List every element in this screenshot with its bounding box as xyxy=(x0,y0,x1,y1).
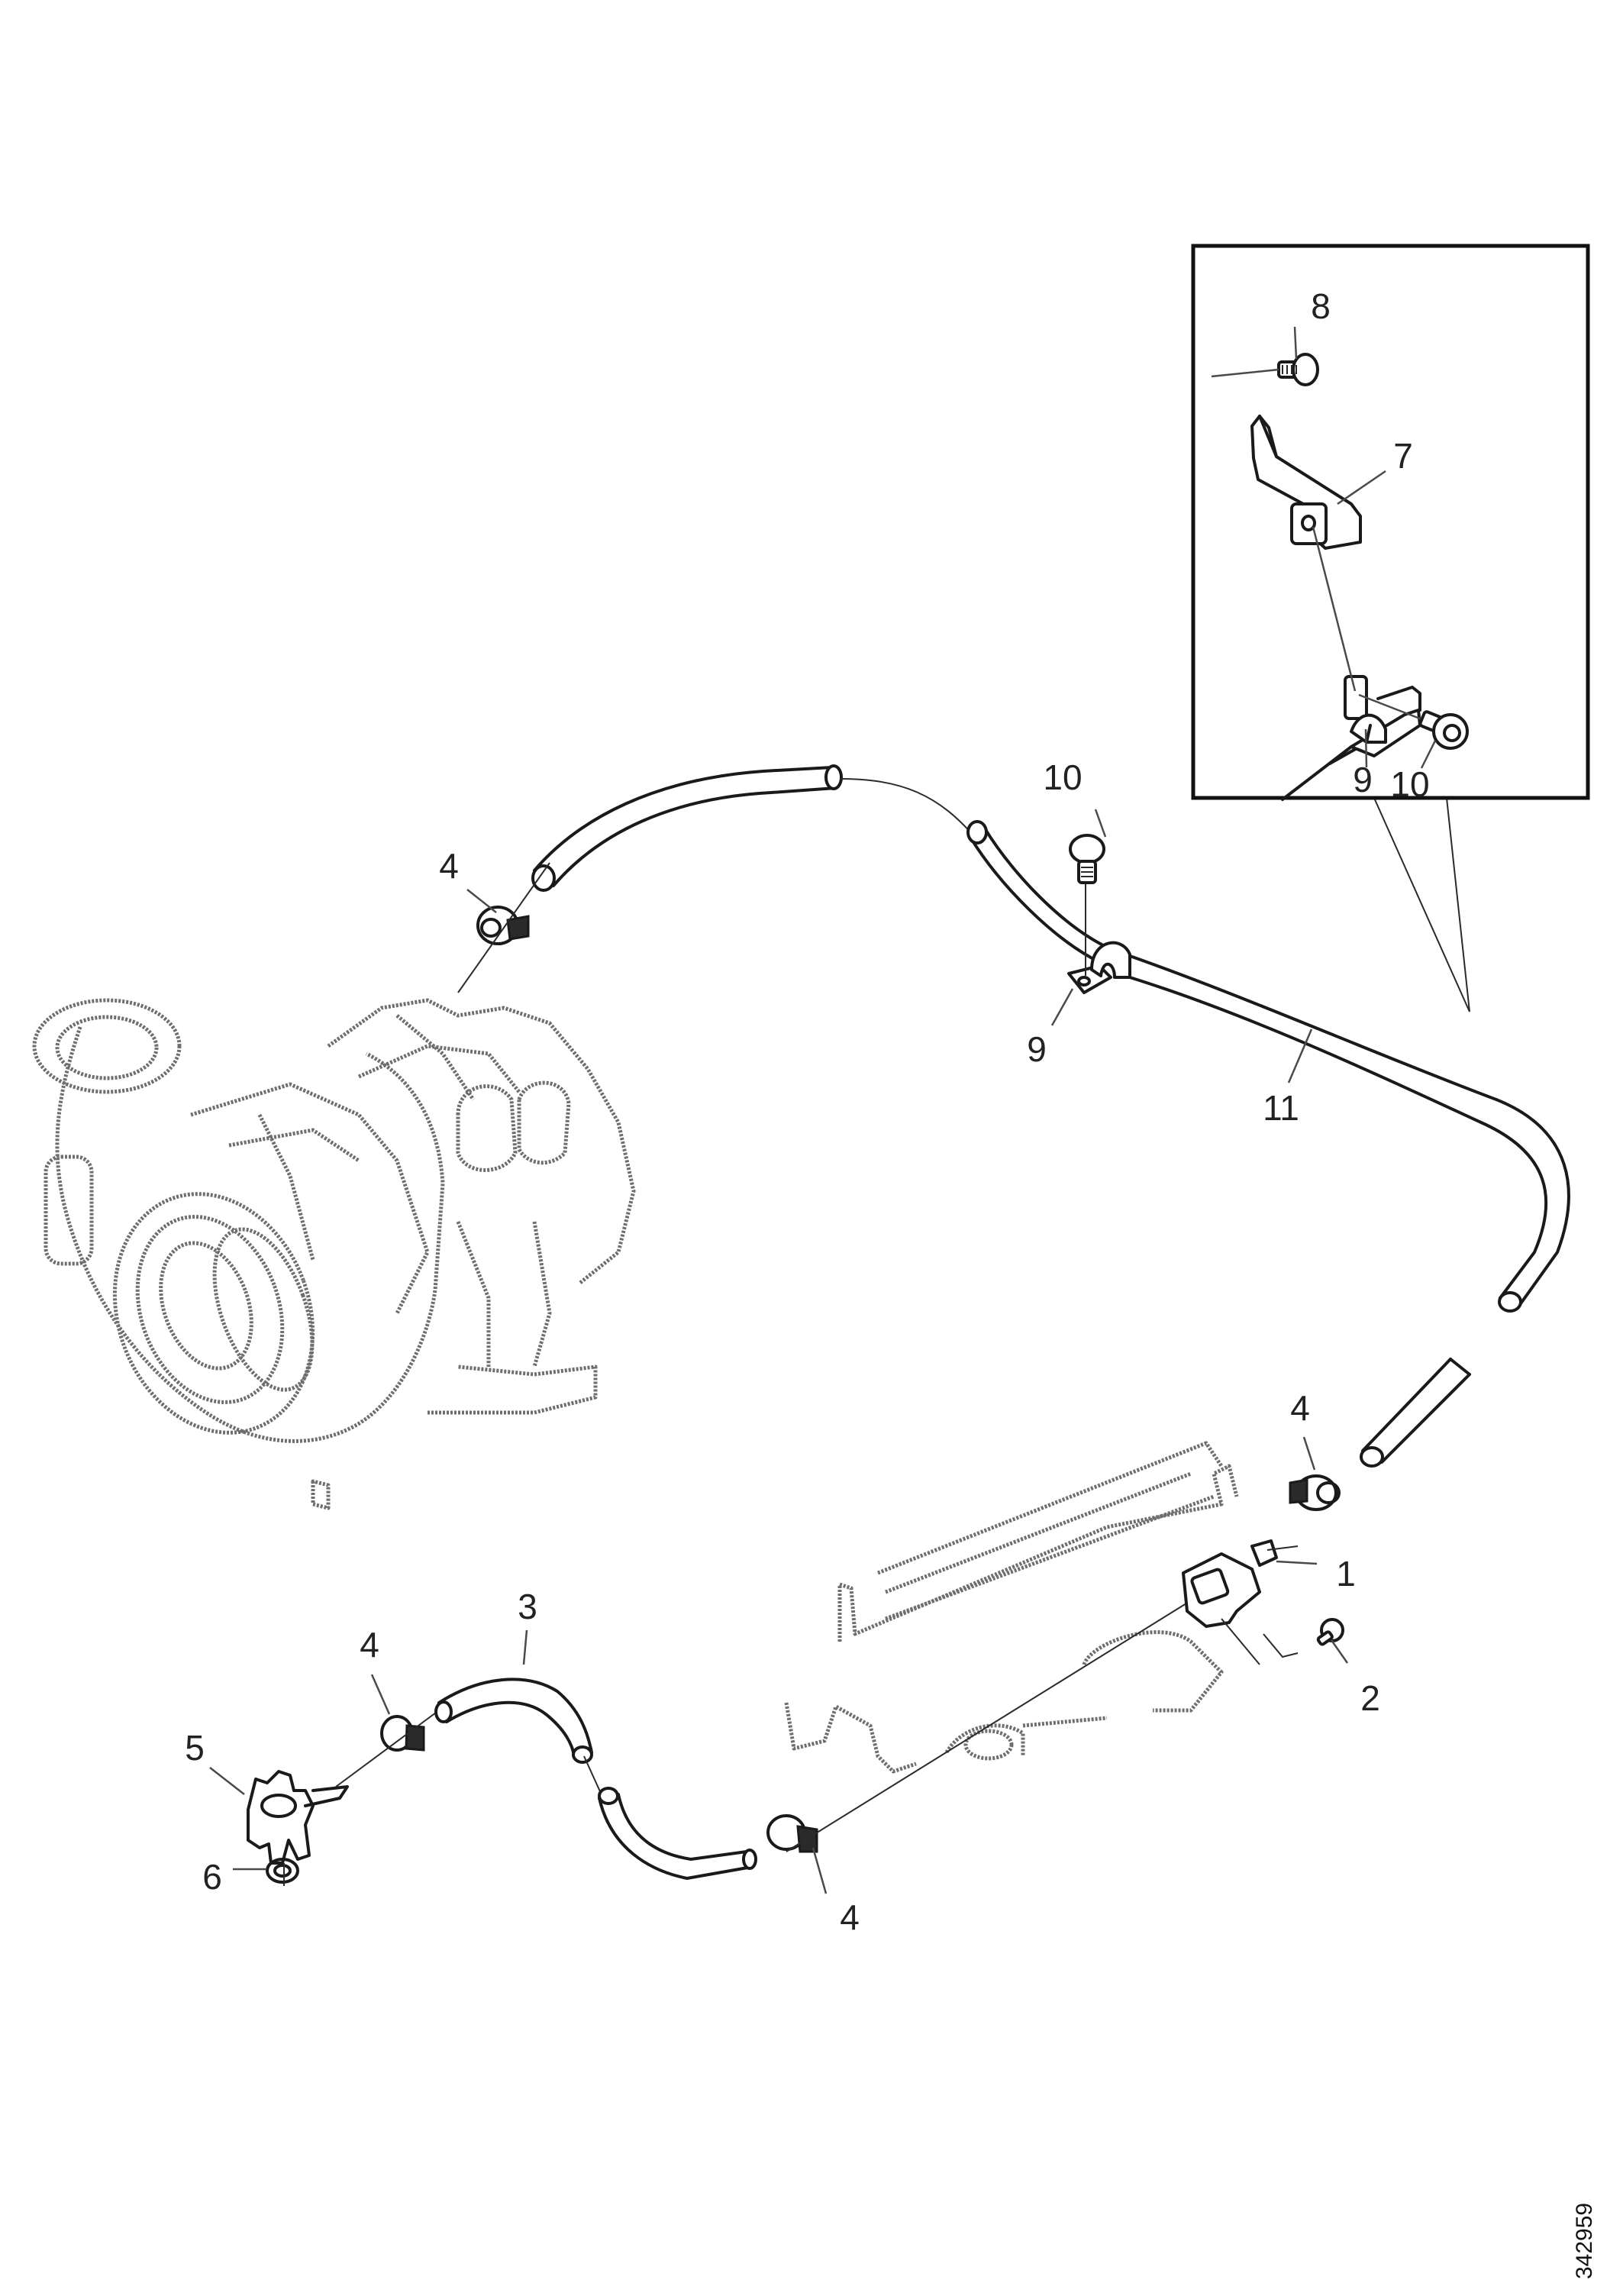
inset-detail xyxy=(1191,244,1590,1012)
hose-clamp-right-icon xyxy=(1289,1474,1341,1511)
callout-11: 11 xyxy=(1263,1088,1299,1128)
bolt-icon xyxy=(1358,693,1469,750)
hose-clamp-left-icon xyxy=(335,1710,440,1787)
callout-10: 10 xyxy=(1043,757,1082,797)
clip-9-icon xyxy=(1067,941,1131,994)
inset-frame xyxy=(1191,244,1590,800)
inset-pointer xyxy=(1373,797,1470,1012)
callout-1: 1 xyxy=(1336,1554,1356,1594)
ring-6-icon xyxy=(266,1858,299,1886)
callout-6: 6 xyxy=(202,1857,222,1897)
inset-callout-10: 10 xyxy=(1390,764,1429,804)
turbocharger-icon xyxy=(32,998,636,1510)
inset-hose-icon xyxy=(1281,526,1421,801)
guide-line xyxy=(839,778,978,841)
leader-i8 xyxy=(1293,326,1298,360)
callout-4-bottom: 4 xyxy=(840,1897,860,1937)
bolt-icon xyxy=(1211,353,1319,386)
inset-callout-8: 8 xyxy=(1311,286,1331,326)
fitting-5-icon xyxy=(247,1770,349,1865)
mounting-bracket xyxy=(784,1441,1239,1852)
bolt-2-icon xyxy=(1263,1618,1344,1658)
hose-3-icon xyxy=(434,1678,757,1880)
callout-2: 2 xyxy=(1360,1678,1380,1718)
main-hose xyxy=(531,764,1570,1468)
figure-number: 342959 xyxy=(1572,2203,1597,2279)
bolt-10-icon xyxy=(1069,834,1105,976)
leader-i7 xyxy=(1337,470,1386,505)
hose-clamp-bottom-icon xyxy=(766,1814,818,1853)
callout-labels: 1 2 3 4 4 4 4 5 6 9 10 11 7 8 9 10 xyxy=(185,286,1429,1937)
leader-i10 xyxy=(1420,740,1437,769)
callout-5: 5 xyxy=(185,1728,205,1768)
callout-9: 9 xyxy=(1027,1029,1047,1069)
callout-4-right: 4 xyxy=(1290,1388,1310,1428)
bracket-icon xyxy=(1250,415,1362,550)
inset-callout-9: 9 xyxy=(1353,760,1373,799)
callout-4-left: 4 xyxy=(360,1625,379,1665)
inset-callout-7: 7 xyxy=(1393,436,1413,476)
hose-clamp-upper-icon xyxy=(457,862,550,993)
hose-segment-upper xyxy=(533,766,834,872)
callout-3: 3 xyxy=(518,1587,537,1626)
callout-leaders xyxy=(209,809,1349,1894)
valve-connector-1-icon xyxy=(1182,1539,1299,1665)
callout-4-upper: 4 xyxy=(439,846,459,886)
